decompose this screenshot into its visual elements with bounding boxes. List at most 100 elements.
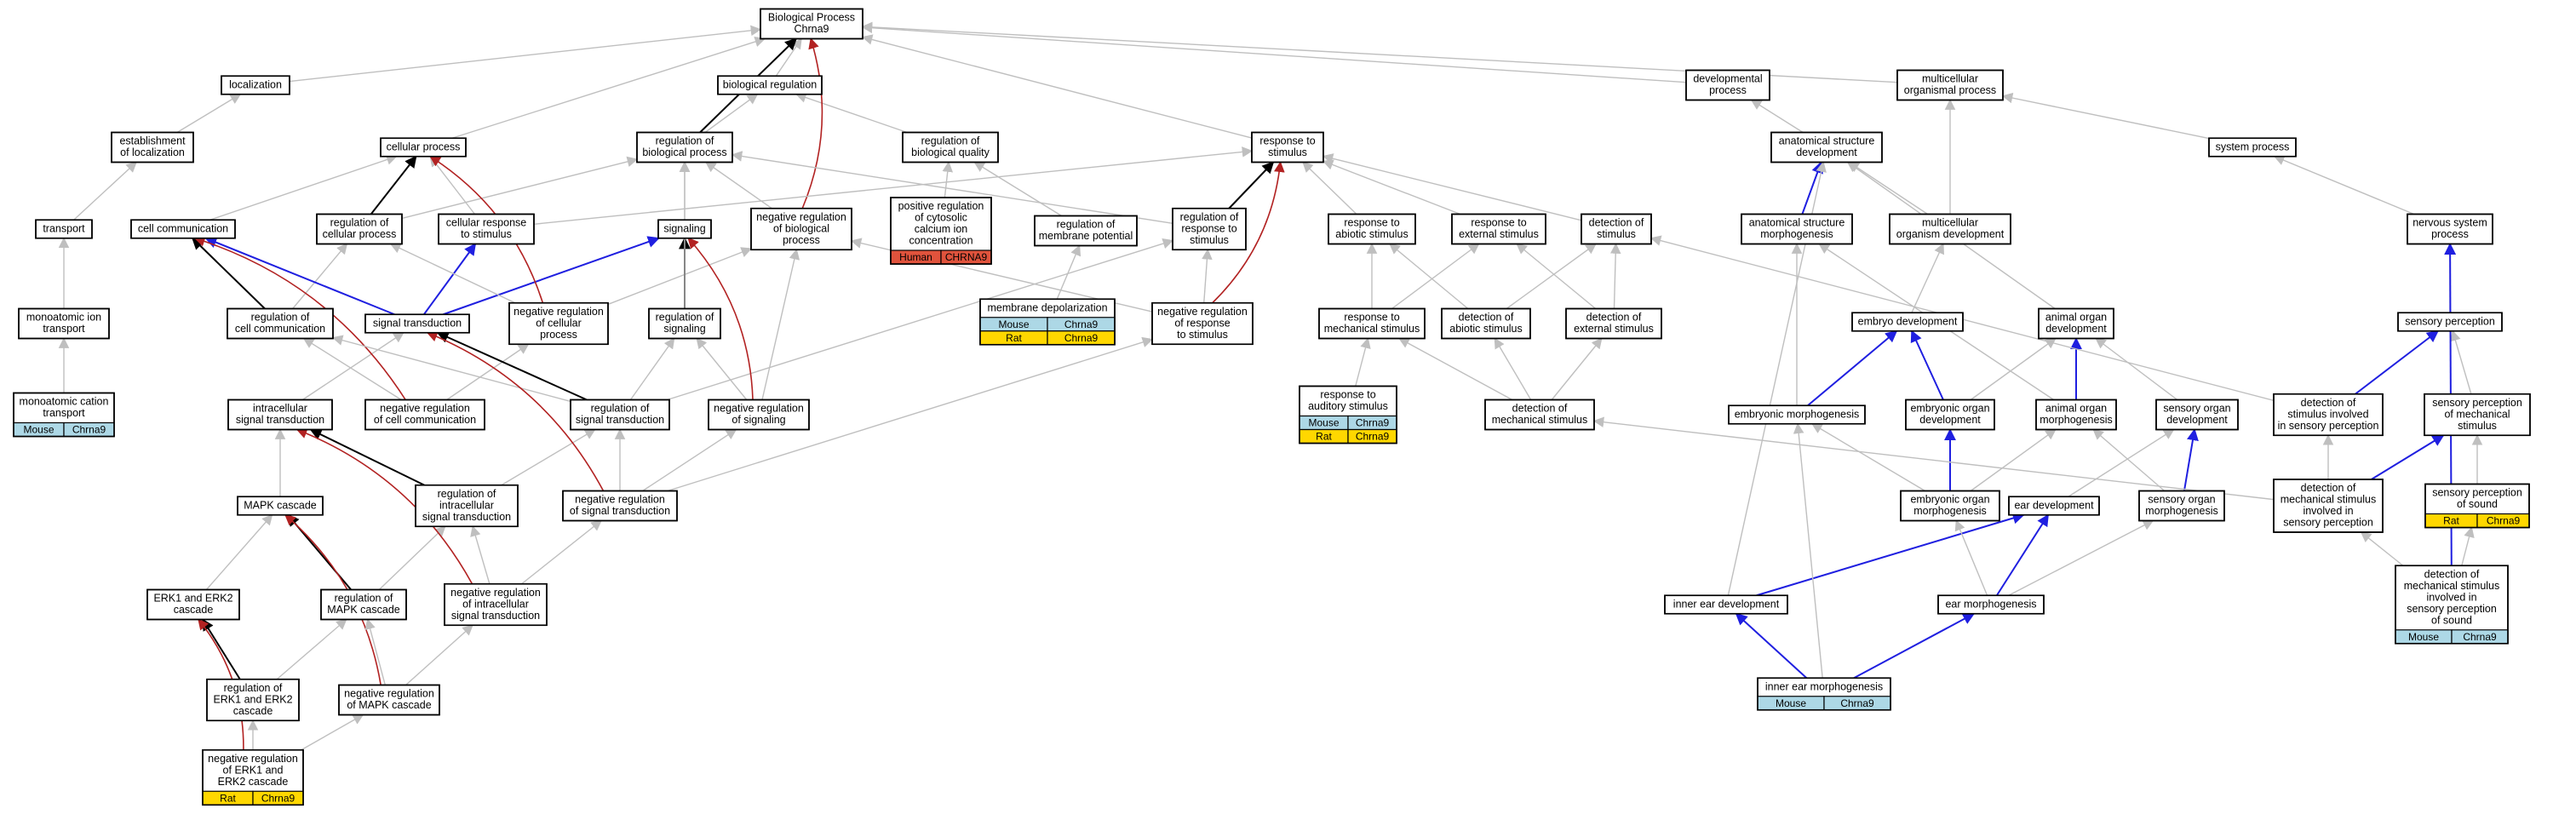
node-outline	[2424, 483, 2530, 529]
go-term-node-cell-comm[interactable]: cell communication	[130, 219, 236, 239]
node-label-line: external stimulus	[1459, 228, 1539, 240]
go-term-node-inner-ear-dev[interactable]: inner ear development	[1664, 594, 1788, 615]
go-term-node-system-proc[interactable]: system process	[2208, 137, 2297, 158]
node-outline	[206, 678, 300, 722]
go-term-node-ear-dev[interactable]: ear development	[2008, 496, 2100, 516]
edge-gray-pos-reg-calcium-to-reg-bio-qual	[942, 161, 954, 198]
go-term-node-cellular-process[interactable]: cellular process	[380, 137, 467, 158]
node-label-line: signal transduction	[422, 511, 511, 523]
edge-red-neg-reg-cell-comm-to-cell-comm	[193, 236, 406, 400]
edge-gray-reg-bio-qual-to-bio-reg	[795, 92, 908, 134]
edge-gray-neg-reg-cell-comm-to-neg-reg-cell-proc	[446, 343, 530, 401]
go-term-node-transport[interactable]: transport	[35, 219, 93, 239]
node-label-line: biological regulation	[723, 78, 818, 90]
node-outline	[320, 588, 407, 621]
node-label-line: of cell communication	[374, 414, 476, 426]
node-label-line: of ERK1 and	[223, 764, 284, 776]
species-label: Human	[899, 251, 932, 263]
gene-label: CHRNA9	[945, 251, 988, 263]
node-label-line: cellular process	[323, 228, 397, 240]
go-term-node-sensory-perc[interactable]: sensory perception	[2397, 312, 2503, 332]
go-term-node-localization[interactable]: localization	[221, 75, 290, 95]
gene-label: Chrna9	[1356, 431, 1390, 443]
edge-gray-reg-cell-comm-to-reg-cell-proc	[292, 243, 348, 309]
node-outline	[2273, 393, 2384, 437]
edge-gray-emb-organ-morph-to-embryonic-morph	[1810, 423, 1925, 492]
go-term-node-mapk[interactable]: MAPK cascade	[237, 496, 324, 516]
edge-blue-detect-mech-sensory-to-sens-perc-mech	[2371, 434, 2445, 480]
edge-gray-membrane-depol-to-reg-membrane	[1056, 244, 1081, 300]
go-term-node-embryo-dev[interactable]: embryo development	[1851, 312, 1964, 332]
go-term-node-bio-reg[interactable]: biological regulation	[717, 75, 823, 95]
go-term-node-embryonic-morph[interactable]: embryonic morphogenesis	[1728, 404, 1866, 425]
node-outline	[657, 219, 712, 239]
edge-gray-reg-bio-proc-to-bio-reg	[704, 94, 759, 134]
node-outline	[2397, 312, 2503, 332]
node-label-line: signaling	[663, 222, 705, 234]
edge-gray-ear-morph-to-sensory-organ-morph	[2008, 519, 2154, 596]
edge-gray-multi-org-dev-to-anat-dev	[1848, 161, 1928, 215]
go-term-node-ear-morph[interactable]: ear morphogenesis	[1937, 594, 2045, 615]
node-outline	[2407, 213, 2493, 245]
go-term-node-signaling[interactable]: signaling	[657, 219, 712, 239]
go-term-node-signal-trans[interactable]: signal transduction	[364, 313, 470, 334]
